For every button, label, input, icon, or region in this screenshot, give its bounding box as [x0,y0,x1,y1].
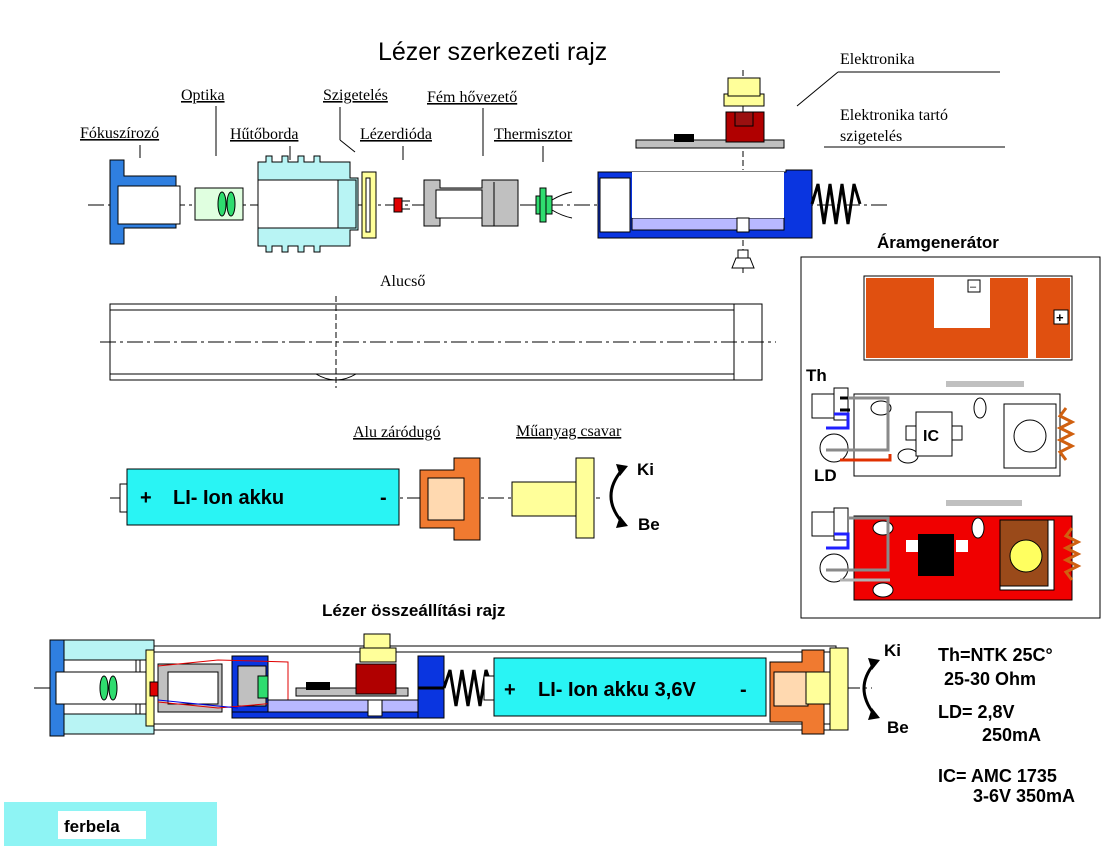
ld-label: LD [814,466,837,485]
muanyag-csavar-part [511,457,595,539]
th-label: Th [806,366,827,385]
hutoborda-part [257,155,359,253]
battery-minus: - [380,487,387,509]
lezerdioda-part [386,197,410,213]
alu-zarodugo-part [419,457,481,541]
label-fokuszirozo: Fókuszírozó [80,125,159,142]
rotation-indicator-2: Ki Be [862,641,909,737]
rotation-be-1: Be [638,515,660,534]
label-alu-zarodugo: Alu záródugó [353,424,441,441]
author-badge: ferbela [4,802,217,846]
battery2-plus: + [504,679,516,701]
label-szigeteles: Szigetelés [323,87,388,104]
rotation-be-2: Be [887,718,909,737]
pcb-copper: – + [863,275,1073,361]
battery-plus: + [140,487,152,509]
label-optika: Optika [181,87,225,104]
pcb-layout-white: IC Th LD [806,366,1076,485]
elektronika-tarto-part [597,169,813,239]
label-thermisztor: Thermisztor [494,126,573,143]
leader-lines [139,71,1005,162]
label-alucso: Alucső [380,273,425,290]
aramgenerator-title: Áramgenerátor [877,233,999,252]
spec-line-6: 3-6V 350mA [973,786,1075,806]
fokuszirozo-part [109,159,181,245]
rotation-indicator-1: Ki Be [609,460,660,534]
battery2-label: LI- Ion akku 3,6V [538,679,696,701]
label-fem-hovezeto: Fém hővezető [427,89,517,106]
label-muanyag-csavar: Műanyag csavar [516,423,622,440]
spec-line-2: 25-30 Ohm [944,669,1036,689]
spec-line-4: 250mA [982,725,1041,745]
battery-label: LI- Ion akku [173,487,284,509]
author-name: ferbela [64,817,120,836]
page-title: Lézer szerkezeti rajz [378,38,607,66]
label-lezerdioda: Lézerdióda [360,126,432,143]
szigeteles-part [361,171,377,239]
spec-line-5: IC= AMC 1735 [938,766,1057,786]
spec-line-3: LD= 2,8V [938,702,1015,722]
pcb-plus: + [1056,310,1064,325]
optika-part [194,187,244,221]
label-hutoborda: Hűtőborda [230,126,298,143]
fem-hovezeto-part [423,179,519,227]
elektronika-part [635,70,785,170]
alucso-part [100,296,776,388]
battery2-minus: - [740,679,747,701]
assembly-view: + LI- Ion akku 3,6V - [49,633,849,737]
spec-line-1: Th=NTK 25C° [938,645,1053,665]
pcb-layout-red [811,500,1082,601]
label-elektronika-tarto-2: szigetelés [840,128,902,145]
pcb-minus: – [970,281,977,293]
label-elektronika-tarto-1: Elektronika tartó [840,107,948,124]
rotation-ki-2: Ki [884,641,901,660]
rotation-ki-1: Ki [637,460,654,479]
screw-part [731,240,755,276]
thermisztor-part [535,187,573,223]
specs: Th=NTK 25C° 25-30 Ohm LD= 2,8V 250mA IC=… [938,645,1075,806]
ic-label: IC [923,428,939,445]
label-elektronika: Elektronika [840,51,915,68]
spring [810,183,862,225]
battery-part: + LI- Ion akku - [119,468,400,526]
part-labels: Fókuszírozó Optika Hűtőborda Szigetelés … [80,51,948,441]
assembly-title: Lézer összeállítási rajz [322,601,505,620]
